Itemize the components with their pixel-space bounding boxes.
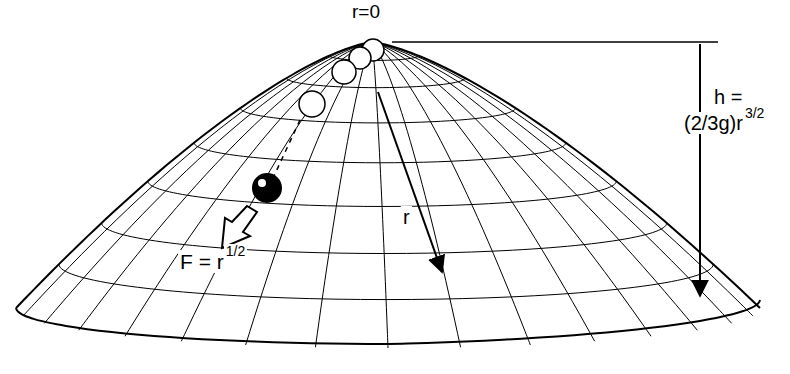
height-label: h = <box>712 86 744 108</box>
origin-label: r=0 <box>350 2 382 23</box>
radius-label: r <box>401 206 412 228</box>
meridian-line <box>372 43 460 347</box>
meridian-line <box>372 43 530 345</box>
radius-arrow <box>378 92 442 272</box>
meridian-line <box>44 43 372 323</box>
force-label: F = r <box>178 250 226 273</box>
exponent: 1/2 <box>224 244 247 259</box>
height-formula: (2/3g)r <box>682 112 745 134</box>
rolling-balls <box>299 39 384 117</box>
dome-grid <box>16 43 760 348</box>
height-arrow <box>699 44 701 296</box>
exponent: 3/2 <box>743 106 766 121</box>
path-dashes <box>274 120 300 176</box>
ball-highlight <box>258 179 266 187</box>
meridian-line <box>372 43 697 330</box>
reference-line <box>392 41 718 43</box>
meridian-line <box>372 43 753 316</box>
meridian-line <box>79 43 373 330</box>
meridian-line <box>372 43 594 341</box>
ball <box>252 173 282 203</box>
meridian-line <box>372 43 731 323</box>
meridian-line <box>125 43 372 336</box>
dome-outline <box>16 43 760 308</box>
force-arrow <box>222 206 257 248</box>
meridian-line <box>372 43 651 336</box>
meridian-line <box>372 43 388 348</box>
meridian-line <box>23 43 372 316</box>
